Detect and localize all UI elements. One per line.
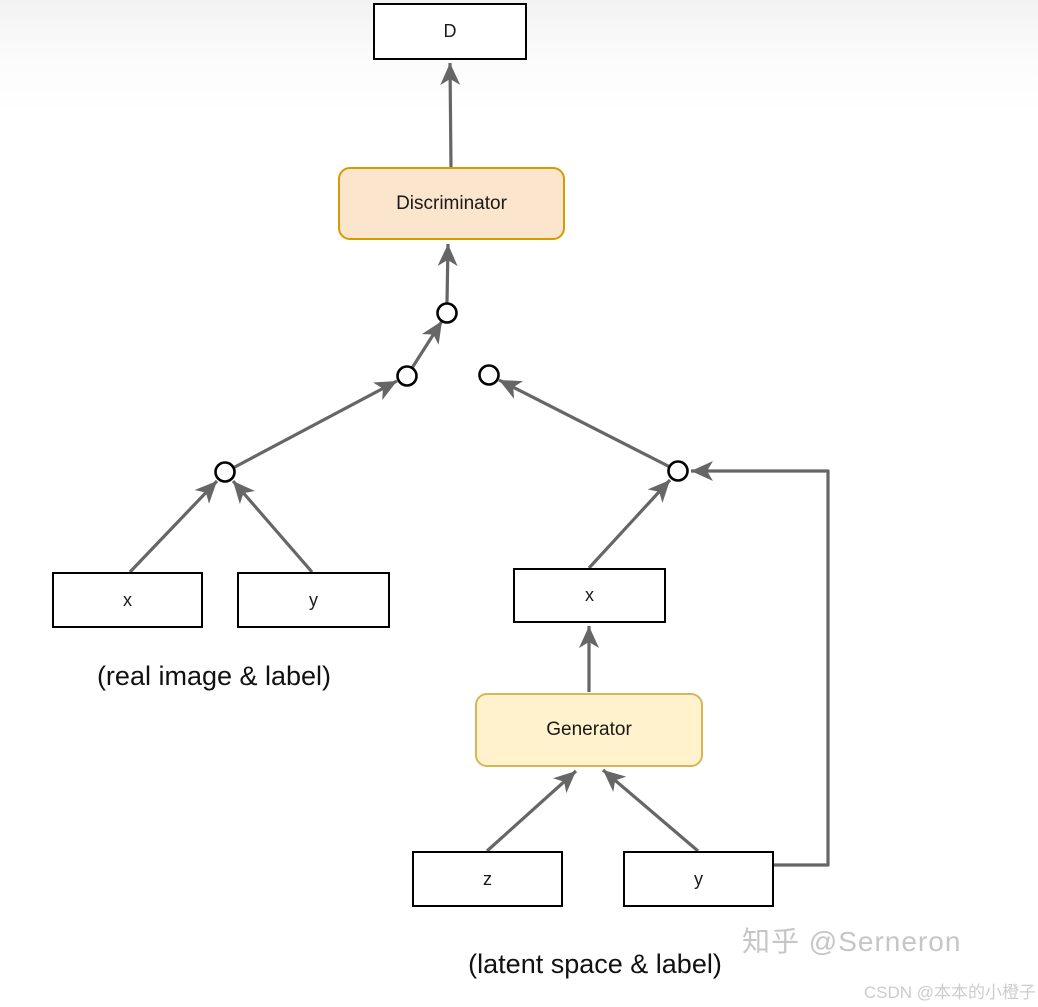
- switch-top-circle: [436, 302, 458, 324]
- real-concat-circle: [214, 461, 236, 483]
- node-generator: Generator: [475, 693, 703, 767]
- switch-fake-circle: [478, 364, 500, 386]
- node-output-d: D: [373, 3, 527, 60]
- node-discriminator: Discriminator: [338, 167, 565, 240]
- edge-fake-concat-to-branch: [498, 378, 671, 469]
- edge-real-branch-to-switch: [410, 320, 444, 369]
- switch-real-circle: [396, 365, 418, 387]
- node-gen-label-y: y: [623, 851, 774, 907]
- node-real-image-x: x: [52, 572, 203, 628]
- caption-real-pair: (real image & label): [96, 661, 332, 691]
- zhihu-watermark: 知乎 @Serneron: [742, 926, 962, 957]
- edge-label-feedback-to-concat: [691, 461, 830, 867]
- edge-generated-image-to-concat: [587, 478, 672, 570]
- caption-latent-pair: (latent space & label): [468, 949, 722, 979]
- edge-real-concat-to-branch: [232, 379, 398, 470]
- fake-concat-circle: [667, 460, 689, 482]
- node-real-label-y: y: [237, 572, 390, 628]
- edge-switch-to-discriminator: [437, 243, 458, 304]
- edge-discriminator-to-d: [440, 62, 461, 168]
- csdn-watermark: CSDN @本本的小橙子: [863, 983, 1036, 1002]
- edge-latent-to-generator: [485, 769, 578, 853]
- node-generated-image-x: x: [513, 568, 666, 623]
- edge-real-image-to-concat: [128, 479, 219, 574]
- node-latent-z: z: [412, 851, 563, 907]
- edge-real-label-to-concat: [231, 479, 314, 574]
- edge-gen-label-to-generator: [601, 768, 700, 853]
